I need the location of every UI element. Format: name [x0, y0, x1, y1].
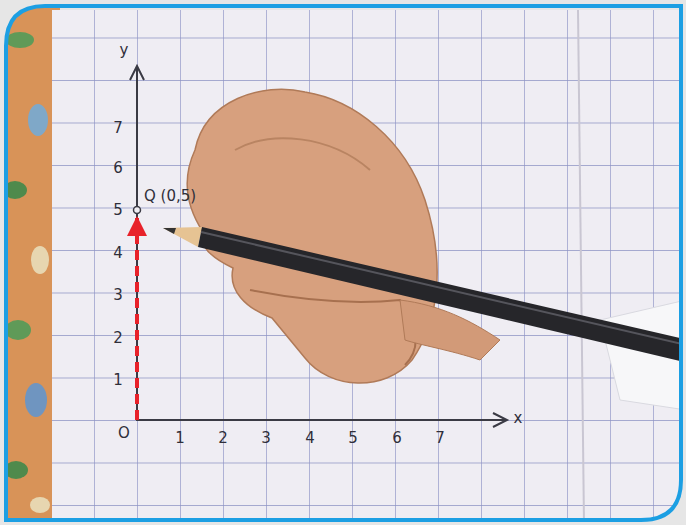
axis-name: y	[120, 43, 129, 58]
pencil-lead	[163, 228, 176, 234]
point-q	[134, 207, 141, 214]
cloth-pattern	[3, 32, 50, 513]
tick-number: 7	[435, 431, 445, 446]
pencil-shine	[201, 232, 686, 345]
tick-number: 7	[113, 121, 123, 136]
cloth	[0, 0, 60, 525]
tick-number: 4	[113, 246, 123, 261]
tick-number: 6	[113, 161, 123, 176]
tick-number: 1	[175, 431, 185, 446]
tick-number: 5	[348, 431, 358, 446]
knuckle-crease	[235, 138, 370, 170]
tick-number: 2	[218, 431, 228, 446]
tick-number: 5	[113, 203, 123, 218]
tick-number: 4	[305, 431, 315, 446]
tick-number: 3	[261, 431, 271, 446]
graph-paper	[52, 10, 686, 525]
tick-number: 1	[113, 373, 123, 388]
thumb	[250, 290, 416, 365]
pencil	[198, 227, 686, 362]
axis-name: x	[514, 411, 523, 426]
page-fold	[578, 10, 584, 525]
point-label: Q (0,5)	[144, 189, 196, 204]
dashed-arrow	[135, 218, 139, 420]
origin-label: O	[118, 426, 130, 441]
tick-number: 3	[113, 288, 123, 303]
photo-frame	[6, 6, 681, 520]
axes	[130, 66, 507, 427]
grid-lines	[52, 10, 686, 525]
tick-number: 6	[392, 431, 402, 446]
pencil-wood	[163, 227, 202, 247]
tick-number: 2	[113, 331, 123, 346]
